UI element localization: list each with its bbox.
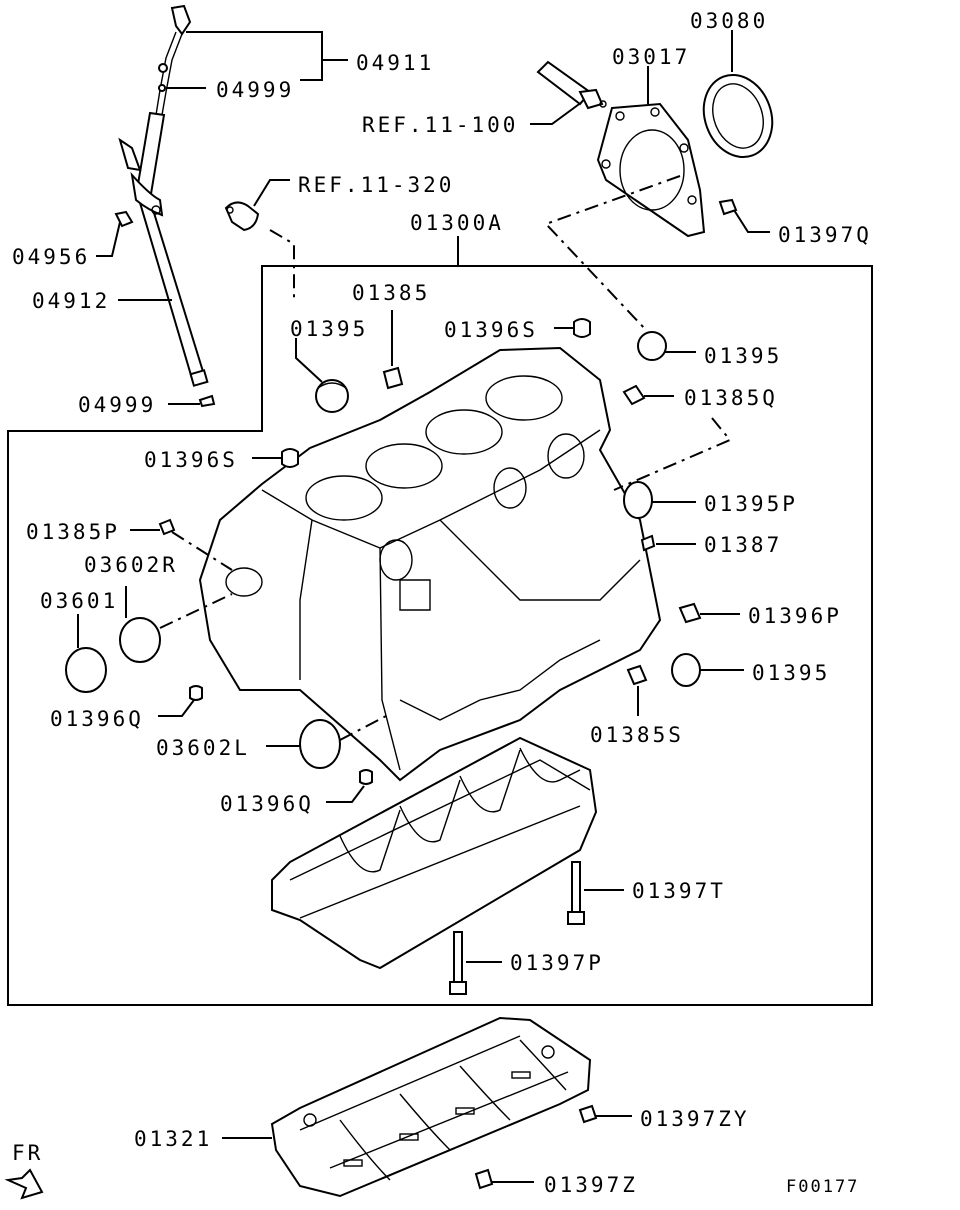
leader-ref-11-320: [253, 179, 290, 207]
footer-code: F00177: [786, 1177, 859, 1197]
bolt-01397q: [718, 198, 738, 216]
label-04911: 04911: [356, 51, 434, 75]
oil-seal-case: [596, 102, 706, 238]
plug-01396s-top: [573, 318, 591, 338]
label-01395-low: 01395: [752, 661, 830, 685]
bearing-plug-01395-right: [637, 331, 667, 361]
label-03601: 03601: [40, 589, 118, 613]
label-01397q: 01397Q: [778, 223, 872, 247]
oil-pressure-switch: [224, 201, 260, 232]
plug-01385q: [622, 384, 646, 406]
balancer-bearing-03602r: [119, 617, 161, 663]
baffle-plate: [270, 1016, 592, 1198]
label-01395-right: 01395: [704, 344, 782, 368]
rear-oil-seal: [702, 73, 774, 159]
cylinder-block-group-frame: [7, 265, 873, 1006]
leader-01396q-b: [326, 785, 365, 803]
bolt-01397z: [474, 1168, 494, 1190]
group-label: 01300A: [410, 211, 504, 235]
cylinder-block: [198, 346, 662, 782]
plug-01385p: [158, 518, 176, 536]
oil-level-gauge-guide: [130, 171, 209, 387]
label-01385p: 01385P: [26, 520, 120, 544]
label-01396p: 01396P: [748, 604, 842, 628]
pin-01387: [640, 534, 656, 552]
label-03602l: 03602L: [156, 736, 250, 760]
label-04956: 04956: [12, 245, 90, 269]
balancer-bearing-03601: [65, 647, 107, 693]
front-direction-arrow-icon: [4, 1168, 44, 1200]
leader-01395-left: [295, 338, 323, 383]
label-01397t: 01397T: [632, 879, 726, 903]
label-03080: 03080: [690, 9, 768, 33]
label-01385s: 01385S: [590, 723, 684, 747]
label-04912: 04912: [32, 289, 110, 313]
bolt-01397zy: [578, 1104, 598, 1124]
label-01385q: 01385Q: [684, 386, 778, 410]
oil-level-gauge: [118, 4, 192, 202]
label-01385: 01385: [352, 281, 430, 305]
label-01397zy: 01397ZY: [640, 1107, 750, 1131]
plug-01385: [382, 366, 404, 390]
label-01387: 01387: [704, 533, 782, 557]
label-01396q-a: 01396Q: [50, 707, 144, 731]
label-01397p: 01397P: [510, 951, 604, 975]
label-01396s-top: 01396S: [444, 318, 538, 342]
bearing-cap-lower-case: [271, 736, 598, 970]
direction-label: FR: [12, 1141, 43, 1165]
bolt-01397t: [567, 861, 585, 925]
bolt-01397p: [449, 931, 467, 995]
label-01321: 01321: [134, 1127, 212, 1151]
plug-01396q-b: [359, 769, 373, 785]
plug-01396s-left: [281, 448, 299, 468]
bearing-plug-01395-low: [671, 653, 701, 687]
label-ref-11-320: REF.11-320: [298, 173, 454, 197]
plug-01396p: [678, 602, 702, 624]
bearing-plug-01395-left: [315, 379, 349, 413]
label-ref-11-100: REF.11-100: [362, 113, 518, 137]
gauge-oring-lower: [198, 394, 216, 408]
label-01395-left: 01395: [290, 317, 368, 341]
label-03602r: 03602R: [84, 553, 178, 577]
label-01397z: 01397Z: [544, 1173, 638, 1197]
label-01396s-left: 01396S: [144, 448, 238, 472]
gauge-guide-bolt: [114, 210, 134, 228]
plug-01385s: [626, 664, 648, 686]
label-01395p: 01395P: [704, 492, 798, 516]
label-03017: 03017: [612, 45, 690, 69]
label-04999-top: 04999: [216, 78, 294, 102]
label-01396q-b: 01396Q: [220, 792, 314, 816]
leader-01396q-a: [158, 699, 195, 717]
label-04999-bottom: 04999: [78, 393, 156, 417]
plug-01396q-a: [189, 685, 203, 701]
bearing-plug-01395p: [623, 481, 653, 519]
sealant-tube: [536, 60, 607, 110]
leader-01397q: [733, 209, 770, 233]
leader-ref-11-100: [530, 101, 583, 125]
leader-04911: [186, 31, 323, 81]
leader-04956: [96, 221, 121, 257]
balancer-bearing-03602l: [299, 719, 341, 769]
